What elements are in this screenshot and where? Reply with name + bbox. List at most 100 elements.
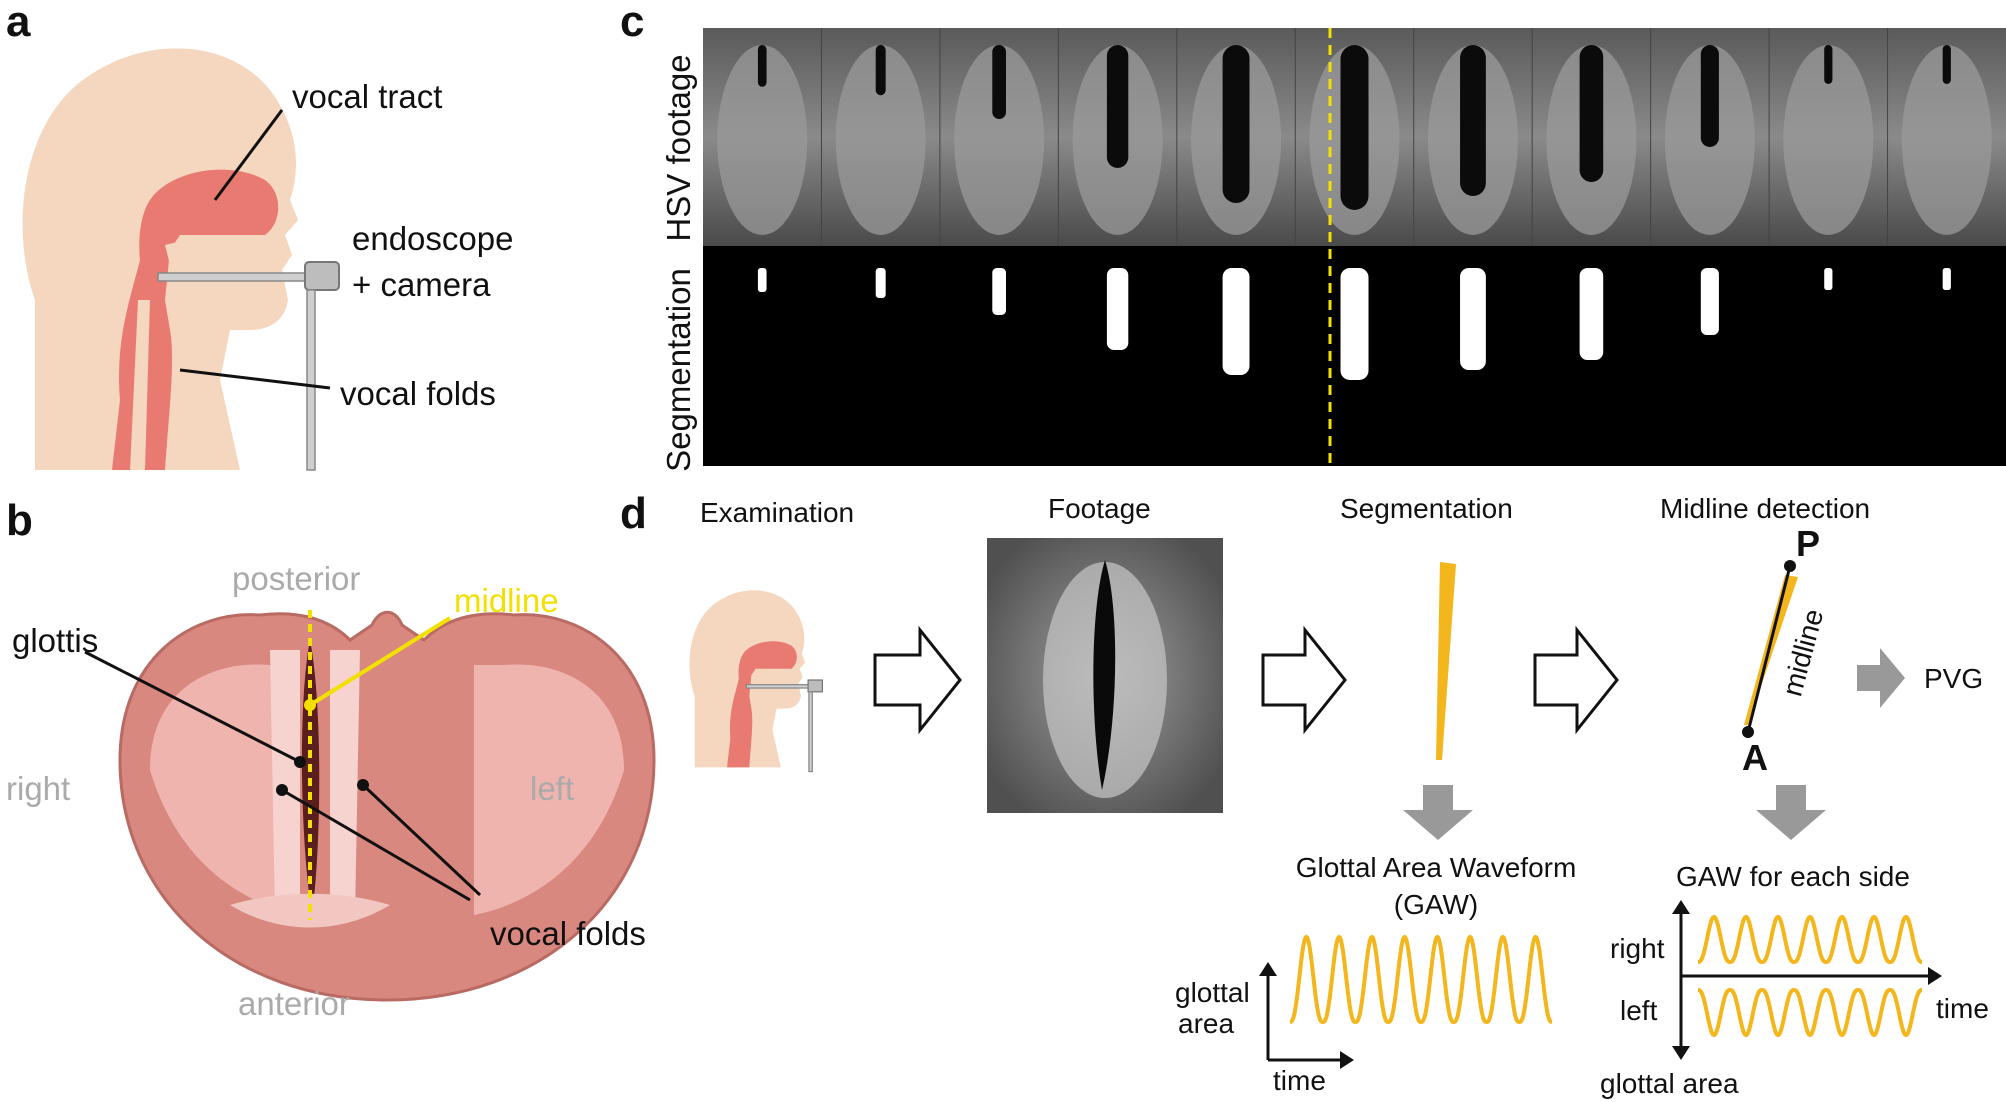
gaw-y-label-2: area bbox=[1178, 1008, 1234, 1039]
gaw-title-2: (GAW) bbox=[1394, 889, 1479, 920]
midline-pointer bbox=[308, 616, 452, 707]
sides-y-arrowhead-up bbox=[1672, 900, 1690, 914]
hsv-frame-glottis bbox=[1942, 45, 1951, 84]
hsv-frame-glottis bbox=[1579, 45, 1604, 182]
glottis-label: glottis bbox=[12, 622, 98, 659]
vocal-fold-left bbox=[330, 650, 360, 915]
segmentation-mask bbox=[757, 268, 767, 292]
hsv-frame-glottis bbox=[1222, 45, 1250, 203]
examination-label: Examination bbox=[700, 497, 854, 528]
glottis-pointer bbox=[84, 650, 301, 764]
footage-glottis bbox=[1093, 560, 1116, 790]
larynx-inner-right bbox=[474, 664, 624, 915]
panel-d: d Examination Footage Segmentation Midli… bbox=[620, 489, 1989, 1099]
segmentation-mask bbox=[1106, 268, 1129, 350]
sides-left-label: left bbox=[1620, 995, 1658, 1026]
midline-shape bbox=[1744, 575, 1798, 725]
segmentation-frames bbox=[757, 268, 1951, 380]
hsv-row-label: HSV footage bbox=[660, 54, 697, 241]
hsv-frame-glottis bbox=[1106, 45, 1129, 168]
posterior-label: posterior bbox=[232, 560, 360, 597]
sides-y-label: glottal area bbox=[1600, 1068, 1739, 1099]
point-p-dot bbox=[1784, 560, 1796, 572]
segmentation-mask bbox=[1700, 268, 1719, 335]
hsv-frame-glottis bbox=[757, 45, 767, 87]
vocal-folds-label-a: vocal folds bbox=[340, 375, 496, 412]
hsv-frame-glottis bbox=[1340, 45, 1369, 210]
arrow-to-gaw-sides bbox=[1756, 785, 1826, 840]
hsv-frame-tissue bbox=[1901, 45, 1992, 235]
midline-detection-label: Midline detection bbox=[1660, 493, 1870, 524]
segmentation-mask bbox=[875, 268, 886, 298]
gaw-y-label-1: glottal bbox=[1175, 977, 1250, 1008]
left-label-b: left bbox=[530, 770, 574, 807]
gaw-right-waveform bbox=[1698, 914, 1922, 964]
sides-x-arrowhead bbox=[1928, 967, 1942, 985]
vocal-folds-pointer bbox=[179, 368, 331, 390]
airway bbox=[130, 300, 150, 470]
pvg-label: PVG bbox=[1924, 663, 1983, 694]
panel-a: a vocal tract endoscope + camera vocal f… bbox=[6, 0, 513, 471]
vocal-folds-pointer-2 bbox=[361, 783, 482, 897]
panel-c: c HSV footage Segmentation bbox=[620, 0, 2006, 472]
segmentation-row-label: Segmentation bbox=[660, 268, 697, 472]
arrow-segmentation-to-midline bbox=[1533, 625, 1619, 735]
right-label-b: right bbox=[6, 770, 70, 807]
camera-cable bbox=[306, 289, 316, 471]
vocal-tract-pointer bbox=[213, 109, 284, 201]
camera-label: + camera bbox=[352, 266, 491, 303]
arrow-exam-to-footage bbox=[873, 625, 962, 735]
segmentation-mask bbox=[1460, 268, 1486, 370]
endoscope-rod bbox=[157, 272, 309, 282]
hsv-frame-glottis bbox=[992, 45, 1006, 119]
segmentation-mask bbox=[992, 268, 1006, 315]
endoscope-head bbox=[304, 261, 340, 291]
gaw-waveform bbox=[1289, 934, 1553, 1025]
sides-right-label: right bbox=[1610, 933, 1665, 964]
segmentation-shape bbox=[1436, 562, 1456, 760]
hsv-frame-glottis bbox=[1824, 45, 1833, 84]
hsv-frame-tissue bbox=[1783, 45, 1874, 235]
segmentation-mask bbox=[1222, 268, 1250, 375]
hsv-frame-glottis bbox=[1460, 45, 1486, 196]
segmentation-mask bbox=[1824, 268, 1833, 290]
vocal-tract-label: vocal tract bbox=[292, 78, 442, 115]
panel-b-label: b bbox=[6, 496, 33, 545]
hsv-frame-glottis bbox=[875, 45, 886, 96]
vocal-fold-right bbox=[270, 650, 300, 915]
hsv-frame-tissue bbox=[954, 45, 1045, 235]
midline-label-d: midline bbox=[1776, 606, 1829, 700]
segmentation-mask bbox=[1942, 268, 1951, 290]
anterior-label: anterior bbox=[238, 985, 350, 1022]
point-a-dot bbox=[1742, 726, 1754, 738]
gaw-title-1: Glottal Area Waveform bbox=[1296, 852, 1577, 883]
sides-y-arrowhead-down bbox=[1672, 1046, 1690, 1060]
hsv-frame-glottis bbox=[1700, 45, 1719, 147]
arrow-footage-to-segmentation bbox=[1261, 625, 1347, 735]
midline-label-b: midline bbox=[454, 582, 559, 619]
arrow-to-gaw bbox=[1403, 785, 1473, 840]
gaw-y-arrowhead bbox=[1259, 962, 1277, 976]
sides-x-label: time bbox=[1936, 993, 1989, 1024]
larynx-inner bbox=[150, 664, 300, 915]
panel-c-label: c bbox=[620, 0, 644, 46]
vocal-tract bbox=[112, 169, 279, 470]
midline-line bbox=[1746, 565, 1792, 733]
hsv-frames bbox=[717, 28, 1992, 246]
examination-icon bbox=[689, 590, 824, 773]
endoscope-label: endoscope bbox=[352, 220, 513, 257]
panel-b: b posterior midline glottis right left v… bbox=[6, 496, 656, 1022]
arrow-to-pvg bbox=[1857, 648, 1905, 708]
gaw-sides-title: GAW for each side bbox=[1676, 861, 1910, 892]
gaw-x-arrowhead bbox=[1340, 1051, 1354, 1069]
point-a-label: A bbox=[1742, 737, 1768, 778]
point-p-label: P bbox=[1796, 523, 1820, 564]
hsv-frame-tissue bbox=[717, 45, 808, 235]
panel-a-label: a bbox=[6, 0, 31, 46]
panel-d-label: d bbox=[620, 489, 647, 538]
footage-label: Footage bbox=[1048, 493, 1151, 524]
segmentation-mask bbox=[1579, 268, 1604, 360]
gaw-x-label: time bbox=[1273, 1065, 1326, 1096]
hsv-frame-tissue bbox=[835, 45, 926, 235]
